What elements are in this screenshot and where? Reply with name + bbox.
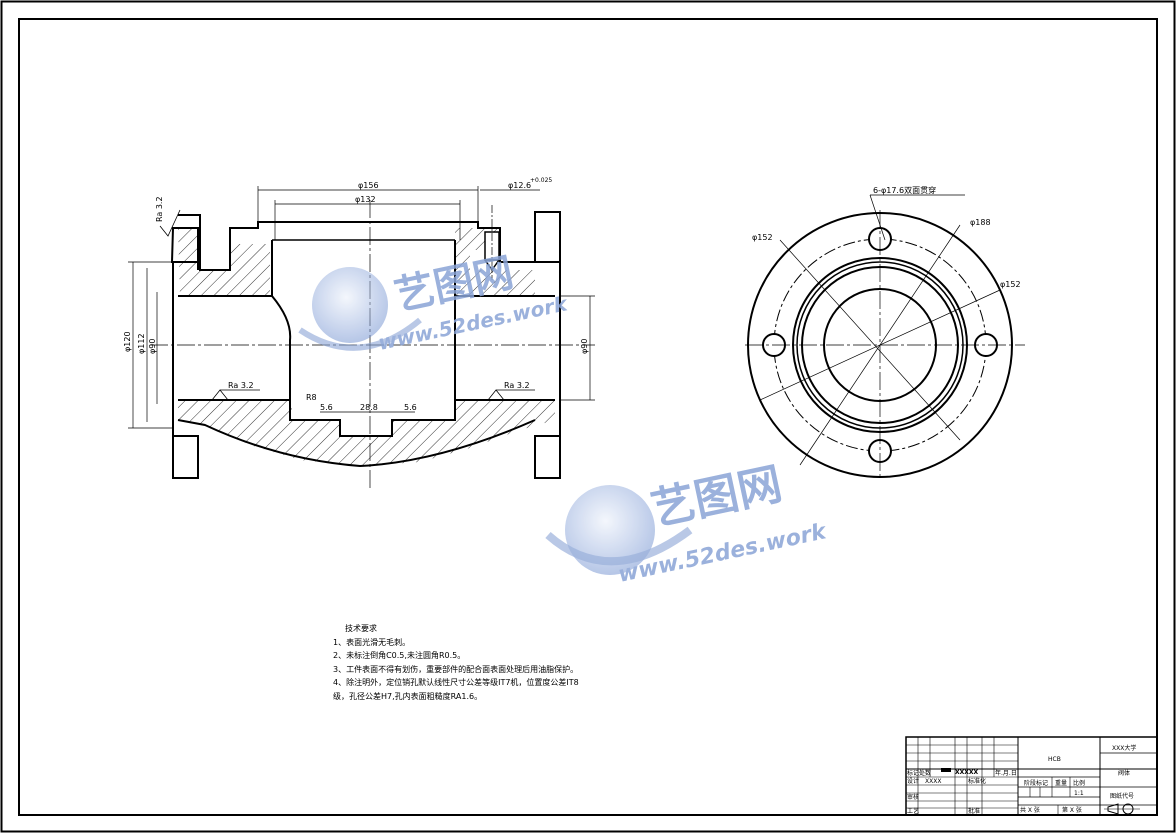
note-item: 3、工件表面不得有划伤，重要部件的配合面表面处理后用油脂保护。 (333, 664, 579, 674)
projection-symbol-icon (1104, 803, 1140, 815)
tb-approve: 批准 (968, 807, 980, 815)
ra-top: Ra 3.2 (155, 196, 164, 222)
tb-school: XXX大学 (1112, 744, 1136, 752)
tb-part: 阀体 (1118, 769, 1130, 777)
tb-scale-label: 比例 (1073, 779, 1085, 787)
tb-row-date: 年.月.日 (995, 769, 1017, 777)
tb-row-mark: 标记 (907, 769, 919, 777)
note-item: 2、未标注倒角C0.5,未注圆角R0.5。 (333, 651, 466, 660)
notes-title: 技术要求 (345, 624, 377, 633)
tb-weight: 重量 (1055, 779, 1067, 787)
technical-requirements: 技术要求 1、表面光滑无毛刺。 2、未标注倒角C0.5,未注圆角R0.5。 3、… (333, 622, 693, 703)
dim-28-8: 28.8 (360, 403, 378, 412)
tb-scale: 1:1 (1074, 790, 1084, 797)
tb-drawing-no: 图纸代号 (1110, 792, 1134, 800)
tb-row-count: 处数 (919, 769, 931, 777)
svg-text:XXXXX: XXXXX (955, 769, 979, 776)
inner-frame (18, 18, 1158, 816)
tb-stage-mark: 阶段标记 (1024, 779, 1048, 787)
dim-120: φ120 (123, 331, 132, 352)
dim-188: φ188 (970, 218, 991, 227)
ra-right: Ra 3.2 (504, 381, 530, 390)
watermark-brand-bottom: 艺图网 (647, 458, 787, 535)
tb-designer: XXXX (925, 778, 941, 785)
tb-review: 审核 (907, 793, 919, 801)
watermark-bottom: 艺图网 www.52des.work (545, 458, 830, 588)
dim-112: φ112 (137, 333, 146, 354)
note-item: 4、除注明外，定位销孔默认线性尺寸公差等级IT7机，位置度公差IT8 (333, 678, 579, 687)
dim-156: φ156 (358, 181, 379, 190)
end-view: 6-φ17.6双面贯穿 φ188 φ152 φ152 (745, 185, 1025, 480)
tb-sheet-n: 第 X 张 (1062, 806, 1082, 814)
tb-material: HCB (1048, 756, 1061, 763)
dim-5-6a: 5.6 (320, 403, 333, 412)
tb-craft: 工艺 (907, 807, 919, 815)
tb-row-design: 设计 (907, 777, 919, 785)
dim-152a: φ152 (752, 233, 773, 242)
watermark-top: 艺图网 www.52des.work (298, 250, 571, 355)
dim-90-right: φ90 (580, 339, 589, 354)
tb-sheets-total: 共 X 张 (1020, 806, 1040, 814)
dim-r8: R8 (306, 393, 317, 402)
note-item: 1、表面光滑无毛刺。 (333, 637, 411, 647)
ra-left: Ra 3.2 (228, 381, 254, 390)
note-item: 级，孔径公差H7,孔内表面粗糙度RA1.6。 (333, 691, 483, 701)
tb-std: 标准化 (968, 777, 986, 785)
section-view: φ156 φ132 φ12.6 +0.025 Ra 3.2 Ra 3.2 Ra … (123, 177, 595, 490)
dim-152b: φ152 (1000, 280, 1021, 289)
dim-12-6: φ12.6 (508, 181, 531, 190)
dim-5-6b: 5.6 (404, 403, 417, 412)
holes-note: 6-φ17.6双面贯穿 (873, 185, 936, 195)
dim-132: φ132 (355, 195, 376, 204)
dim-12-6-tol: +0.025 (530, 177, 552, 184)
dim-90-left: φ90 (148, 339, 157, 354)
title-block: XXXXX HCB XXX大学 阀体 图纸代号 阶段标记 重量 比例 1:1 共… (905, 736, 1158, 816)
